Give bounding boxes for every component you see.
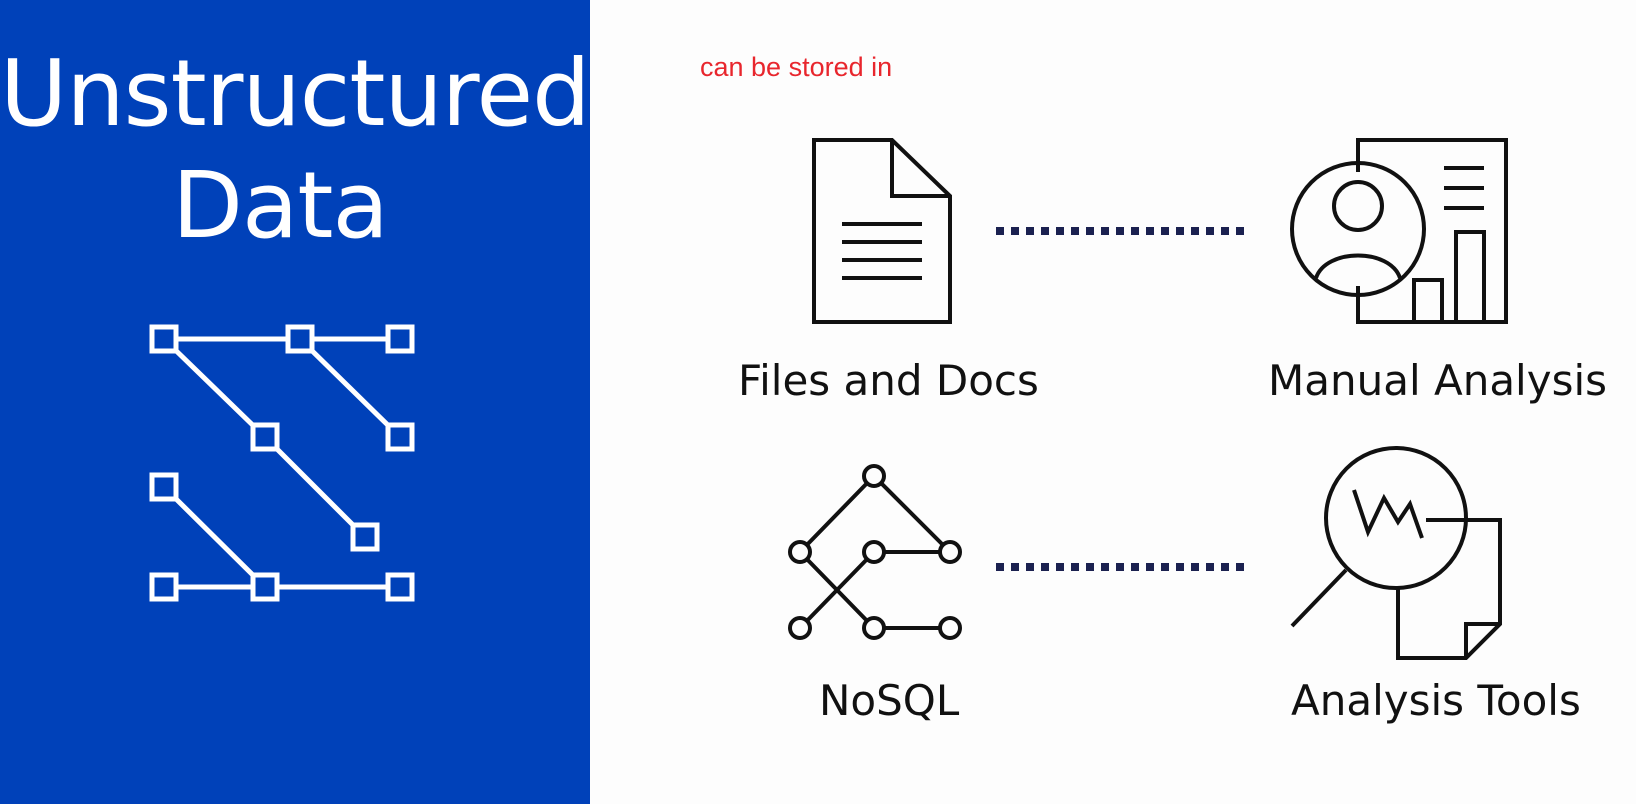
nosql-graph-icon (788, 464, 962, 640)
panel-title: Unstructured Data (0, 38, 591, 262)
left-panel: Unstructured Data (0, 0, 591, 804)
unstructured-data-icon (149, 324, 415, 602)
panel-title-line1: Unstructured (0, 40, 591, 147)
manual-analysis-label: Manual Analysis (1268, 356, 1608, 405)
connector-top (996, 227, 1244, 235)
annotation-label: can be stored in (700, 52, 893, 82)
document-icon (812, 138, 952, 324)
nosql-label: NoSQL (819, 676, 960, 725)
files-and-docs-label: Files and Docs (738, 356, 1039, 405)
panel-title-line2: Data (172, 152, 389, 259)
analysis-tools-icon (1290, 446, 1502, 660)
analysis-tools-label: Analysis Tools (1291, 676, 1581, 725)
manual-analysis-icon (1290, 138, 1508, 324)
connector-bottom (996, 563, 1244, 571)
